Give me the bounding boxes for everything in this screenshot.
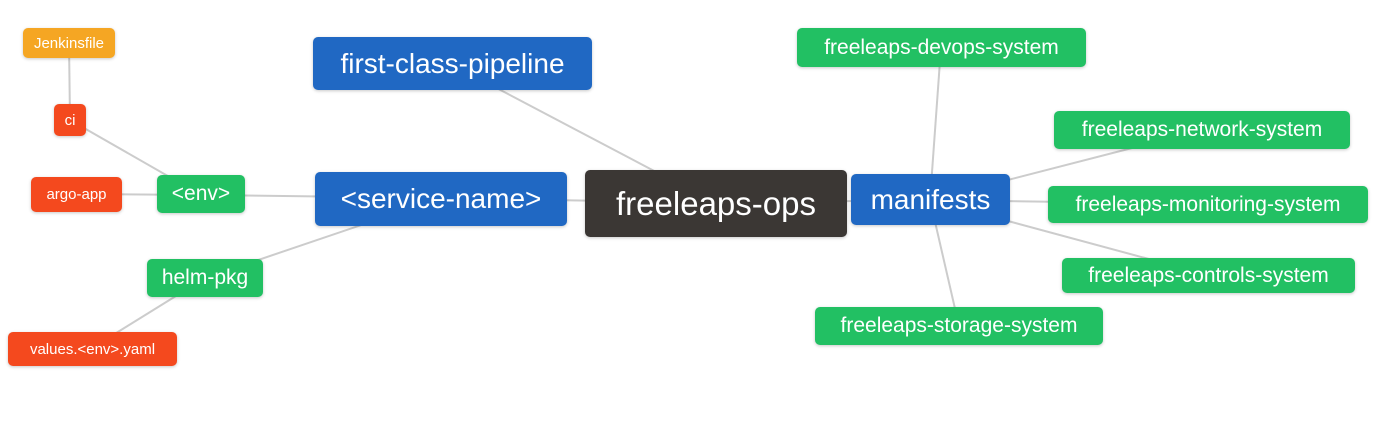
- node-freeleaps-devops-system[interactable]: freeleaps-devops-system: [797, 28, 1086, 67]
- node-jenkinsfile[interactable]: Jenkinsfile: [23, 28, 115, 58]
- node-freeleaps-storage-system[interactable]: freeleaps-storage-system: [815, 307, 1103, 345]
- node-service-name[interactable]: <service-name>: [315, 172, 567, 226]
- node-manifests[interactable]: manifests: [851, 174, 1010, 225]
- node-freeleaps-ops[interactable]: freeleaps-ops: [585, 170, 847, 237]
- node-env[interactable]: <env>: [157, 175, 245, 213]
- node-freeleaps-network-system[interactable]: freeleaps-network-system: [1054, 111, 1350, 149]
- node-freeleaps-monitoring-system[interactable]: freeleaps-monitoring-system: [1048, 186, 1368, 223]
- node-helm-pkg[interactable]: helm-pkg: [147, 259, 263, 297]
- node-argo-app[interactable]: argo-app: [31, 177, 122, 212]
- node-ci[interactable]: ci: [54, 104, 86, 136]
- node-values-env-yaml[interactable]: values.<env>.yaml: [8, 332, 177, 366]
- node-first-class-pipeline[interactable]: first-class-pipeline: [313, 37, 592, 90]
- node-freeleaps-controls-system[interactable]: freeleaps-controls-system: [1062, 258, 1355, 293]
